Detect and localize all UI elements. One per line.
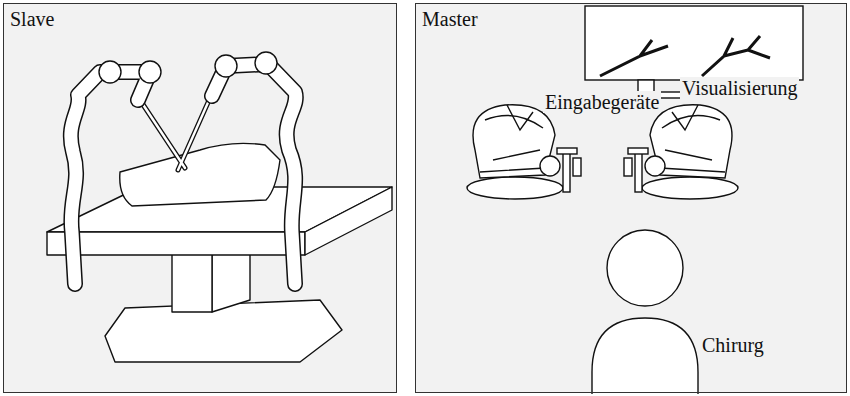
patient: [120, 143, 280, 206]
part-label: Eingabegeräte: [543, 91, 661, 113]
panel: Slave: [3, 3, 397, 393]
robot-arms: [71, 52, 296, 284]
input-device: [467, 105, 581, 199]
part-label: Chirurg: [700, 334, 766, 356]
part-label: Visualisierung: [680, 77, 799, 99]
panel-heading: Slave: [4, 4, 396, 31]
panel-heading: Master: [416, 4, 846, 31]
panel-ground: [3, 3, 397, 393]
panel-ground: [415, 3, 847, 393]
panel: Master: [415, 3, 847, 393]
operating-table: [47, 187, 392, 362]
input-device: [624, 105, 738, 199]
monitor: [585, 6, 803, 98]
surgeon: [592, 230, 698, 394]
